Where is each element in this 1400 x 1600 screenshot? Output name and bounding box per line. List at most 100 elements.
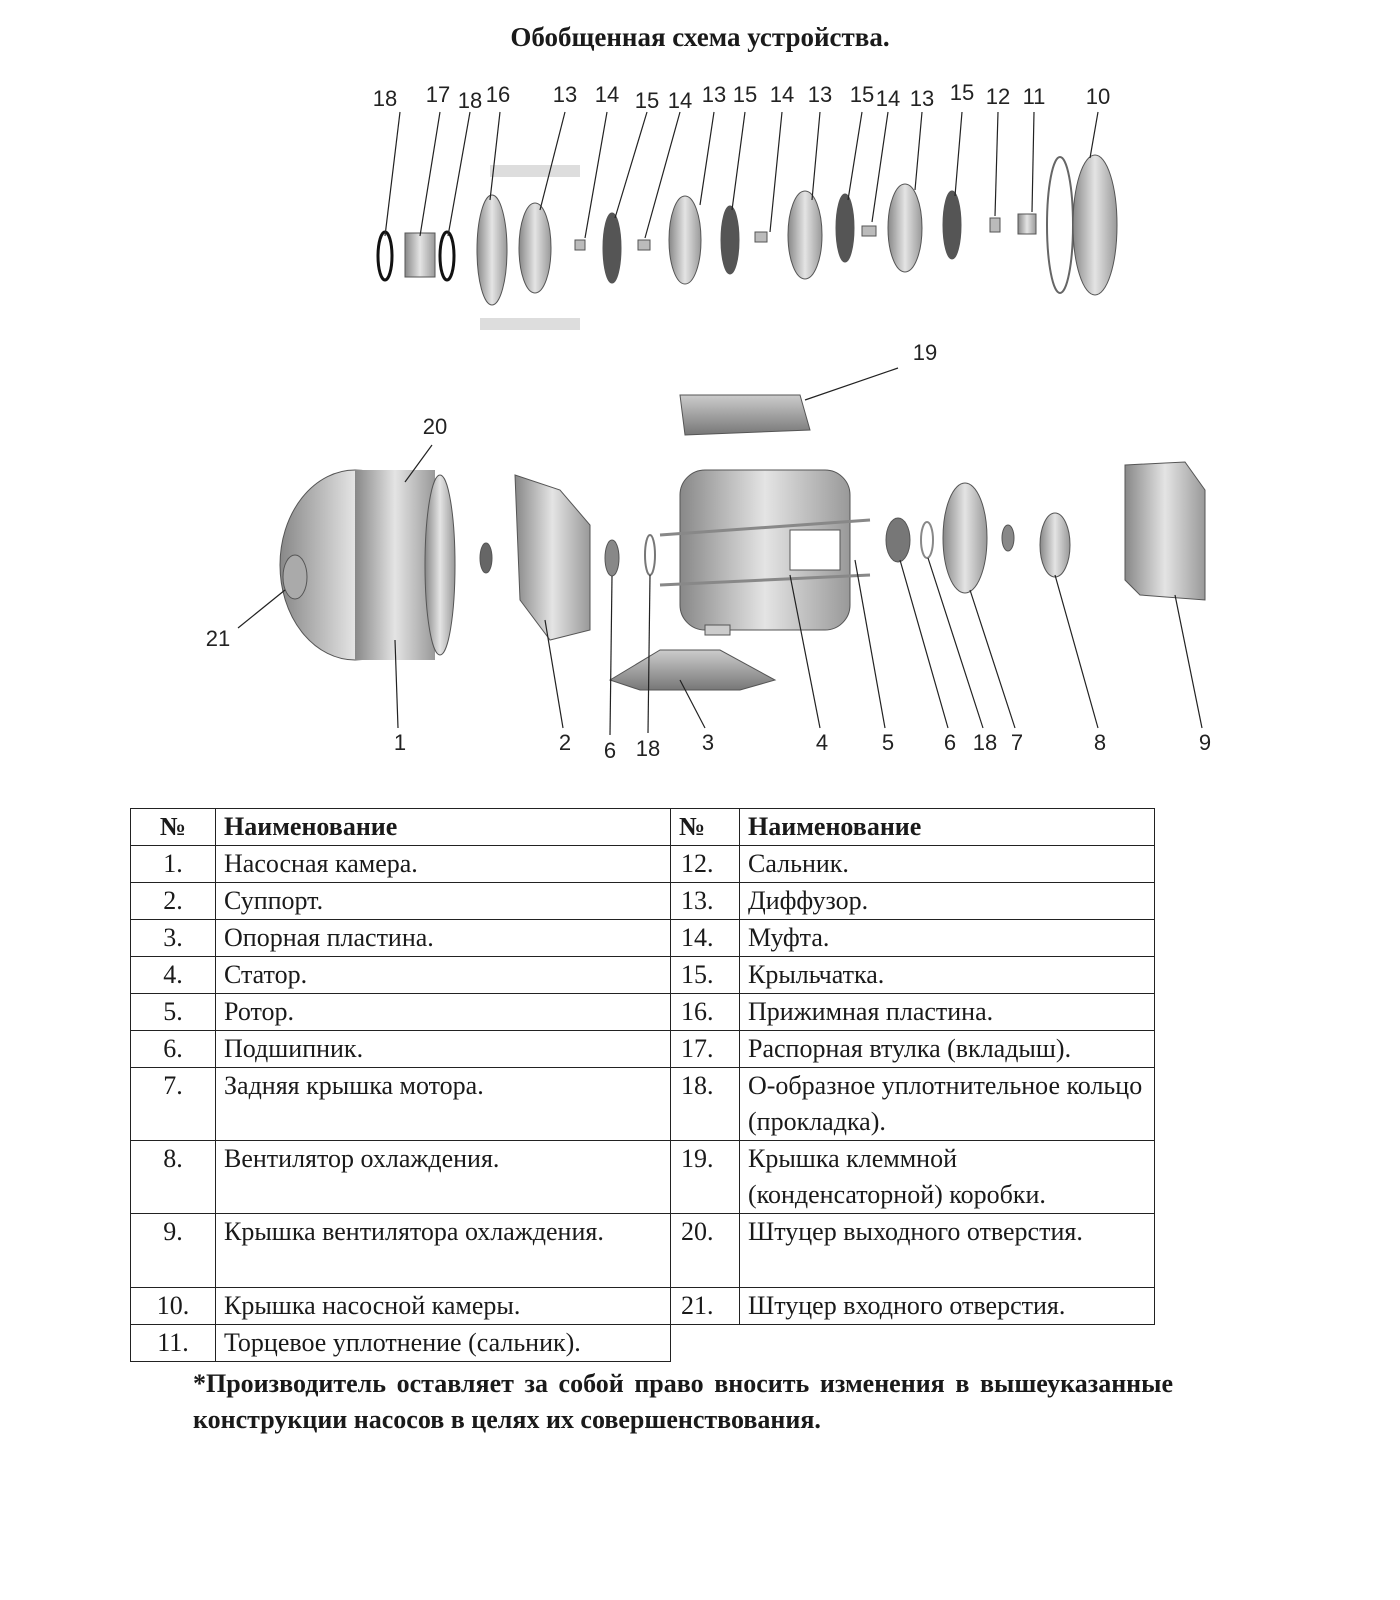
part-label: 12 [985,84,1011,109]
part-label: 15 [634,88,660,113]
part-name: Опорная пластина. [215,919,671,957]
table-row: 6.Подшипник.17.Распорная втулка (вкладыш… [130,1030,1155,1068]
part-name: Распорная втулка (вкладыш). [739,1030,1155,1068]
part-name: Сальник. [739,845,1155,883]
part-name: Штуцер выходного отверстия. [739,1213,1155,1288]
part-number: 19. [670,1140,740,1214]
part-name: Статор. [215,956,671,994]
header-num: № [670,808,740,846]
part-label: 6 [603,738,617,763]
table-row: 11.Торцевое уплотнение (сальник). [130,1324,1155,1362]
exploded-pump-diagram [237,111,1206,736]
part-name: Задняя крышка мотора. [215,1067,671,1141]
part-number: 4. [130,956,216,994]
page-title: Обобщенная схема устройства. [510,22,890,52]
part-name: Муфта. [739,919,1155,957]
pump-stage-parts [376,154,1118,330]
part-label: 8 [1093,730,1107,755]
part-label: 14 [875,86,901,111]
part-label: 15 [949,80,975,105]
part-name: Диффузор. [739,882,1155,920]
part-name: О-образное уплотнительное кольцо (прокла… [739,1067,1155,1141]
part-label: 18 [972,730,998,755]
part-number: 18. [670,1067,740,1141]
part-number: 13. [670,882,740,920]
part-label: 21 [205,626,231,651]
table-row: 7.Задняя крышка мотора.18.О-образное упл… [130,1067,1155,1141]
header-num: № [130,808,216,846]
table-row: 4.Статор.15.Крыльчатка. [130,956,1155,994]
part-name: Суппорт. [215,882,671,920]
part-number: 20. [670,1213,740,1288]
empty-cell [740,1325,1155,1362]
part-name: Насосная камера. [215,845,671,883]
part-label: 18 [457,88,483,113]
part-number: 5. [130,993,216,1031]
motor-parts [279,394,1206,691]
part-label: 2 [558,730,572,755]
table-row: 8.Вентилятор охлаждения.19.Крышка клеммн… [130,1140,1155,1214]
part-name: Прижимная пластина. [739,993,1155,1031]
part-number: 17. [670,1030,740,1068]
part-number: 12. [670,845,740,883]
part-label: 13 [807,82,833,107]
part-number: 3. [130,919,216,957]
part-label: 14 [667,88,693,113]
part-label: 18 [372,86,398,111]
part-number: 9. [130,1213,216,1288]
table-row: 5.Ротор.16.Прижимная пластина. [130,993,1155,1031]
part-number: 1. [130,845,216,883]
part-label: 18 [635,736,661,761]
part-label: 4 [815,730,829,755]
part-name: Торцевое уплотнение (сальник). [215,1324,671,1362]
table-row: 9.Крышка вентилятора охлаждения.20.Штуце… [130,1213,1155,1288]
table-row: 2.Суппорт.13.Диффузор. [130,882,1155,920]
part-number: 10. [130,1287,216,1325]
part-label: 3 [701,730,715,755]
part-label: 19 [912,340,938,365]
part-name: Вентилятор охлаждения. [215,1140,671,1214]
part-number: 2. [130,882,216,920]
part-label: 14 [769,82,795,107]
part-label: 11 [1022,84,1046,109]
table-header-row: № Наименование № Наименование [130,808,1155,846]
part-name: Подшипник. [215,1030,671,1068]
part-label: 6 [943,730,957,755]
part-number: 7. [130,1067,216,1141]
part-number: 6. [130,1030,216,1068]
header-name: Наименование [739,808,1155,846]
part-label: 15 [849,82,875,107]
part-number: 8. [130,1140,216,1214]
part-name: Крышка вентилятора охлаждения. [215,1213,671,1288]
part-number: 11. [130,1324,216,1362]
part-name: Ротор. [215,993,671,1031]
part-name: Крышка клеммной (конденсаторной) коробки… [739,1140,1155,1214]
part-label: 13 [701,82,727,107]
part-label: 17 [425,82,451,107]
part-label: 10 [1085,84,1111,109]
part-name: Крыльчатка. [739,956,1155,994]
part-label: 13 [552,82,578,107]
part-label: 7 [1010,730,1024,755]
manufacturer-note: *Производитель оставляет за собой право … [193,1369,1173,1434]
part-number: 16. [670,993,740,1031]
part-label: 13 [909,86,935,111]
part-label: 5 [881,730,895,755]
table-row: 3.Опорная пластина.14.Муфта. [130,919,1155,957]
empty-cell [671,1325,740,1362]
part-number: 15. [670,956,740,994]
part-label: 14 [594,82,620,107]
part-number: 21. [670,1287,740,1325]
header-name: Наименование [215,808,671,846]
part-number: 14. [670,919,740,957]
part-label: 15 [732,82,758,107]
part-label: 9 [1198,730,1212,755]
table-row: 10.Крышка насосной камеры.21.Штуцер вход… [130,1287,1155,1325]
table-row: 1.Насосная камера.12.Сальник. [130,845,1155,883]
part-label: 16 [485,82,511,107]
part-name: Крышка насосной камеры. [215,1287,671,1325]
part-label: 20 [422,414,448,439]
parts-table: № Наименование № Наименование 1.Насосная… [130,808,1155,1362]
part-name: Штуцер входного отверстия. [739,1287,1155,1325]
part-label: 1 [393,730,407,755]
